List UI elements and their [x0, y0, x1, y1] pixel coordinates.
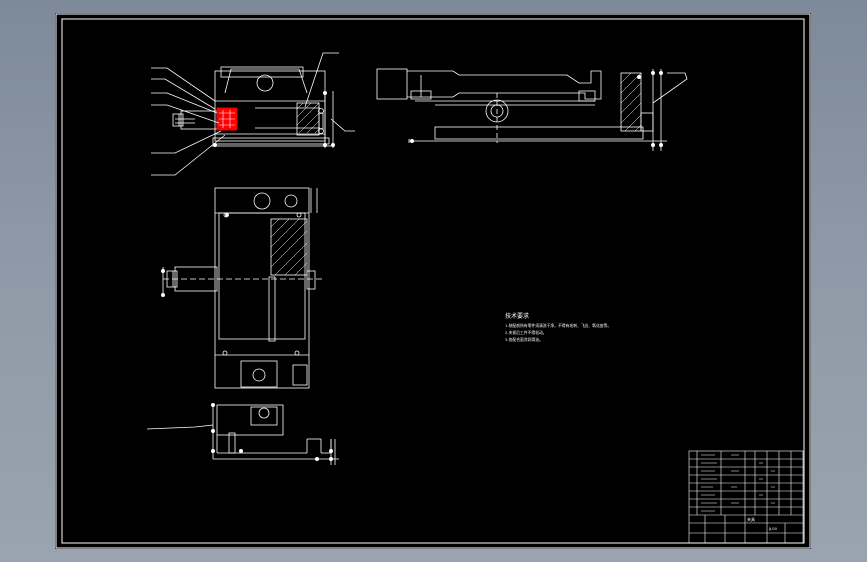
note-line-2: 2.夹紧后工件不得松动。 [505, 330, 547, 335]
drawing-canvas: 技术要求 1.装配前所有零件须清洗干净，不得有毛刺、飞边、氧化皮等。 2.夹紧后… [55, 13, 811, 549]
notes-title: 技术要求 [505, 312, 529, 320]
note-line-3: 3.各配合面涂润滑油。 [505, 337, 543, 342]
outer-border [55, 13, 811, 549]
front-view[interactable] [151, 52, 355, 176]
inner-frame [61, 18, 805, 544]
detail-view[interactable] [146, 402, 339, 465]
technical-notes: 技术要求 1.装配前所有零件须清洗干净，不得有毛刺、飞边、氧化皮等。 2.夹紧后… [505, 312, 611, 342]
top-view[interactable] [161, 187, 323, 389]
side-view[interactable] [376, 68, 688, 151]
note-line-1: 1.装配前所有零件须清洗干净，不得有毛刺、飞边、氧化皮等。 [505, 323, 611, 328]
part-name: 夹具 [747, 516, 755, 522]
title-block[interactable]: 夹具 JJ-00 [688, 450, 804, 544]
drawing-number: JJ-00 [768, 527, 778, 531]
drawing-sheet: 技术要求 1.装配前所有零件须清洗干净，不得有毛刺、飞边、氧化皮等。 2.夹紧后… [55, 13, 811, 549]
